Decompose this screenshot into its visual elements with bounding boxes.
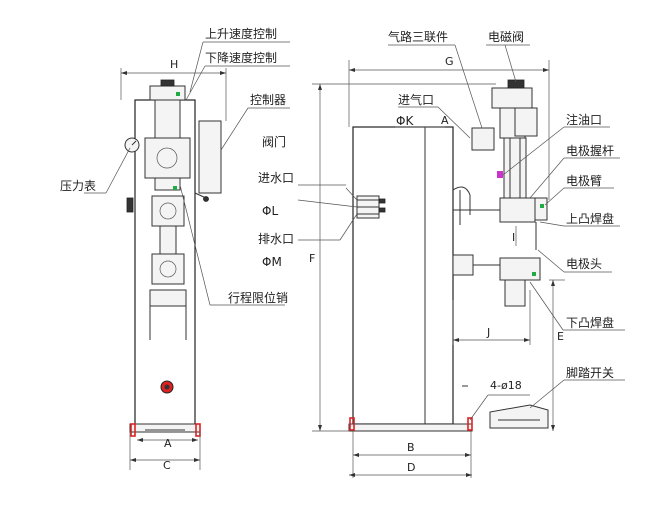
- label-stroke-pin: 行程限位销: [228, 290, 288, 305]
- dim-A-side: A: [441, 114, 449, 127]
- label-electrode-head: 电极头: [566, 257, 602, 271]
- label-water-in: 进水口: [258, 171, 294, 185]
- dim-F: F: [309, 252, 315, 265]
- label-lower-plate: 下凸焊盘: [566, 315, 614, 330]
- dim-A: A: [164, 437, 172, 450]
- side-view: [312, 60, 565, 478]
- label-air-in-dim: ΦK: [396, 114, 414, 128]
- dim-E: E: [557, 330, 564, 343]
- label-oil-port: 注油口: [566, 112, 602, 127]
- label-foot-switch: 脚踏开关: [566, 365, 614, 380]
- side-leaders: [297, 44, 625, 421]
- dim-J: J: [486, 326, 490, 339]
- label-upper-plate: 上凸焊盘: [566, 211, 614, 226]
- label-water-in-dim: ΦL: [262, 204, 278, 218]
- label-water-out: 排水口: [258, 232, 294, 246]
- front-leaders: [84, 41, 290, 306]
- front-view: [120, 68, 227, 470]
- label-electrode-arm: 电极臂: [566, 174, 602, 188]
- label-solenoid-valve: 电磁阀: [488, 29, 524, 44]
- label-air-triple: 气路三联件: [388, 29, 448, 44]
- label-holes: 4-ø18: [490, 379, 522, 392]
- labels: 上升速度控制 下降速度控制 控制器 阀门 进水口 ΦL 排水口 ΦM 压力表 行…: [60, 26, 614, 474]
- dim-H: H: [170, 58, 178, 71]
- label-air-in: 进气口: [398, 92, 434, 107]
- dim-D: D: [407, 461, 415, 474]
- label-controller: 控制器: [250, 93, 286, 107]
- dim-I: I: [512, 231, 515, 244]
- label-electrode-holder: 电极握杆: [566, 143, 614, 158]
- label-pressure-gauge: 压力表: [60, 179, 96, 193]
- dim-B: B: [407, 441, 415, 454]
- dim-C: C: [163, 459, 171, 472]
- label-valve: 阀门: [262, 134, 286, 149]
- label-speed-down: 下降速度控制: [205, 50, 277, 65]
- label-water-out-dim: ΦM: [262, 255, 282, 269]
- dim-G: G: [445, 55, 454, 68]
- label-speed-up: 上升速度控制: [205, 26, 277, 41]
